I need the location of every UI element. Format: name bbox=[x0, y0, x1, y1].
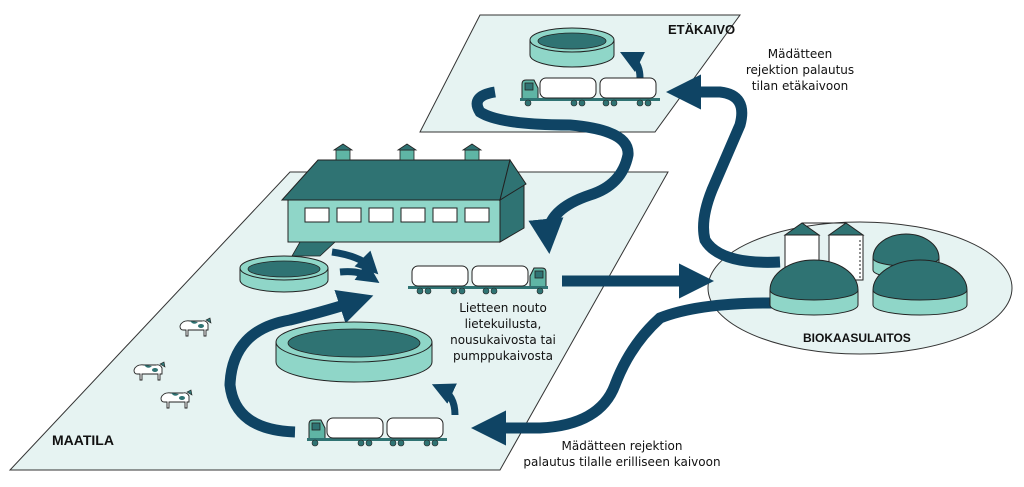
arrow-farm-loop bbox=[224, 289, 374, 438]
remote-well-tank bbox=[529, 27, 615, 68]
caption-return-farm: Mädätteen rejektion palautus tilalle eri… bbox=[512, 438, 732, 470]
arrow-remote-to-farm bbox=[471, 86, 634, 255]
remote-well-plane bbox=[419, 14, 741, 133]
caption-line: rejektion palautus bbox=[745, 63, 855, 77]
area-title-remote-well: ETÄKAIVO bbox=[668, 22, 736, 37]
barn bbox=[280, 143, 527, 257]
arrow-return-farm bbox=[470, 297, 781, 446]
caption-line: palautus tilalle erilliseen kaivoon bbox=[523, 455, 721, 469]
caption-line: Lietteen nouto bbox=[459, 301, 547, 315]
farm-separate-tank bbox=[275, 321, 433, 383]
arrow-pit-to-truck-2 bbox=[339, 261, 380, 283]
caption-line: pumppukaivosta bbox=[453, 349, 553, 363]
caption-line: tilan etäkaivoon bbox=[751, 79, 849, 93]
flow-arrows bbox=[224, 51, 781, 446]
caption-line: nousukaivosta tai bbox=[450, 333, 556, 347]
arrow-truck-to-remote-tank bbox=[619, 51, 646, 79]
arrow-truck-to-farm-tank bbox=[431, 383, 459, 416]
area-title-farm: MAATILA bbox=[52, 432, 114, 448]
manure-pit bbox=[239, 255, 329, 293]
caption-line: lietekuilusta, bbox=[464, 317, 542, 331]
caption-return-remote: Mädätteen rejektion palautus tilan etäka… bbox=[735, 46, 865, 94]
caption-line: Mädätteen rejektion bbox=[561, 439, 683, 453]
caption-line: Mädätteen bbox=[767, 47, 833, 61]
arrow-return-remote bbox=[665, 74, 781, 268]
caption-pickup: Lietteen nouto lietekuilusta, nousukaivo… bbox=[428, 300, 578, 364]
area-title-biogas-plant: BIOKAASULAITOS bbox=[803, 331, 911, 345]
biogas-plant bbox=[769, 222, 968, 316]
